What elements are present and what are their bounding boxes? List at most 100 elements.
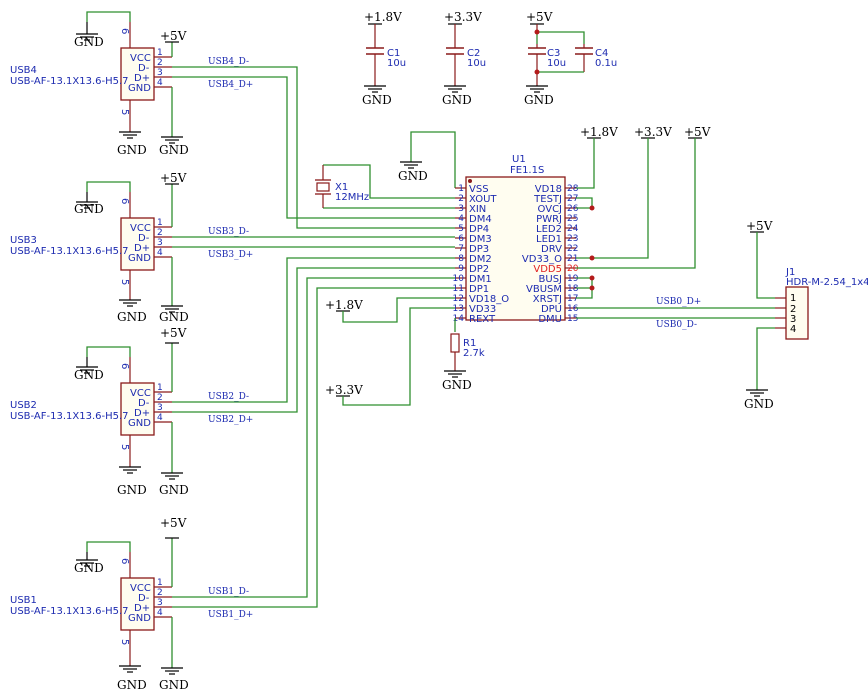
usb-ref: USB2 (10, 400, 37, 411)
pin-name-gnd: GND (128, 418, 151, 429)
junction-dot (589, 205, 595, 211)
crystal-ref: X1 (335, 182, 348, 193)
ic-pin-name: BUSJ (539, 274, 562, 285)
ic-pin-name: DRV (541, 244, 562, 255)
pin-name-gnd: GND (128, 83, 151, 94)
rail-label: +3.3V (444, 10, 482, 24)
pin-name-dm: D- (138, 398, 150, 409)
ic-pin-name: VDD5 (533, 264, 562, 275)
ic-pin-num: 3 (458, 204, 464, 214)
ic-pin-num: 7 (458, 244, 464, 254)
pin-num-4: 4 (157, 78, 163, 88)
ic-pin-name: DPU (541, 304, 562, 315)
ic-pin-name: DM1 (469, 274, 492, 285)
resistor-value: 2.7k (463, 348, 485, 359)
resistor-r1: GND R1 2.7k (442, 318, 485, 392)
ic-pin-num: 25 (567, 214, 578, 224)
ic-pin-num: 5 (458, 224, 464, 234)
cap-c2: +3.3V GND C2 10u (442, 10, 486, 107)
gnd-label: GND (74, 561, 104, 575)
gnd-label: GND (362, 93, 392, 107)
pin-name-dm: D- (138, 63, 150, 74)
ic-pin-num: 15 (567, 314, 578, 324)
usb-ref: USB3 (10, 235, 37, 246)
cap-ref: C1 (387, 48, 400, 59)
pin-name-dp: D+ (134, 603, 150, 614)
gnd-label: GND (524, 93, 554, 107)
usb-footprint: USB-AF-13.1X13.6-H5.7 (10, 411, 129, 422)
pin-name-dp: D+ (134, 243, 150, 254)
cap-value: 10u (467, 58, 486, 69)
net-label-dp: USB2_D+ (208, 415, 253, 425)
pwr-5v-label: +5V (684, 125, 711, 139)
ic-pin-name: DM2 (469, 254, 492, 265)
gnd-label: GND (398, 169, 428, 183)
pin-num-1: 1 (157, 48, 163, 58)
cap-value: 10u (387, 58, 406, 69)
pin-num-2: 2 (157, 588, 163, 598)
gnd-label: GND (442, 93, 472, 107)
ic-pin-num: 27 (567, 194, 578, 204)
shield-pin-6: 6 (119, 28, 130, 34)
crystal-value: 12MHz (335, 192, 369, 203)
ic-pin-num: 28 (567, 184, 579, 194)
pwr-5v-label: +5V (160, 29, 187, 43)
rail-label: +5V (526, 10, 553, 24)
pwr-33-label: +3.3V (325, 383, 363, 397)
gnd-label: GND (159, 310, 189, 324)
gnd-label: GND (117, 483, 147, 497)
ic-pin-name: DP4 (469, 224, 489, 235)
cap-ref: C2 (467, 48, 480, 59)
net-label-dm: USB1_D- (208, 587, 249, 597)
pin-num-3: 3 (157, 238, 163, 248)
u1-right-power: +1.8V +3.3V +5V (576, 125, 711, 299)
shield-pin-6: 6 (119, 363, 130, 369)
junction-dot (589, 285, 595, 291)
gnd-label: GND (159, 143, 189, 157)
junction-dot (589, 275, 595, 281)
cap-value: 10u (547, 58, 566, 69)
pwr-5v-label: +5V (160, 516, 187, 530)
pin-num-1: 1 (157, 578, 163, 588)
gnd-label: GND (74, 368, 104, 382)
net-label-dp: USB3_D+ (208, 250, 253, 260)
usb-ref: USB1 (10, 595, 37, 606)
junction-dot (589, 255, 595, 261)
shield-pin-5: 5 (119, 109, 130, 115)
crystal-x1: X1 12MHz (315, 164, 455, 209)
pin-num-2: 2 (157, 58, 163, 68)
header-pin-4: 4 (790, 324, 796, 335)
ic-pin-name: DMU (538, 314, 562, 325)
net-label-dm: USB3_D- (208, 227, 249, 237)
usb-footprint: USB-AF-13.1X13.6-H5.7 (10, 246, 129, 257)
ic-pin-num: 9 (458, 264, 464, 274)
ic-pin-num: 10 (453, 274, 465, 284)
ic-pin-name: DP2 (469, 264, 489, 275)
ic-pin-name: XIN (469, 204, 486, 215)
usb-connector-usb2: GND 6 VCC D- D+ GND 1 2 3 4 5 GND +5V GN… (10, 326, 253, 497)
pin-name-gnd: GND (128, 253, 151, 264)
vss-ground: GND (398, 131, 456, 188)
header-pin-1: 1 (790, 293, 796, 304)
usb-connector-usb3: GND 6 VCC D- D+ GND 1 2 3 4 5 GND +5V GN… (10, 171, 253, 324)
ic-pin-name: VBUSM (526, 284, 562, 295)
gnd-label: GND (117, 678, 147, 692)
ic-pin-name: VSS (469, 184, 489, 195)
header-pin-3: 3 (790, 314, 796, 325)
shield-pin-6: 6 (119, 198, 130, 204)
shield-pin-6: 6 (119, 558, 130, 564)
pin-num-3: 3 (157, 403, 163, 413)
ic-pin-name: REXT (469, 314, 496, 325)
ic-pin-num: 2 (458, 194, 464, 204)
ic-pin-num: 20 (567, 264, 579, 274)
ic-pin-name: VD18_O (469, 294, 509, 305)
net-label-usb0-dm: USB0_D- (656, 320, 697, 330)
ic-pin-num: 8 (458, 254, 464, 264)
ic-pin-name: DP1 (469, 284, 489, 295)
ic-pin-num: 26 (567, 204, 579, 214)
pwr-5v-label: +5V (160, 171, 187, 185)
pwr-33-label: +3.3V (634, 125, 672, 139)
pwr-18-label: +1.8V (580, 125, 618, 139)
